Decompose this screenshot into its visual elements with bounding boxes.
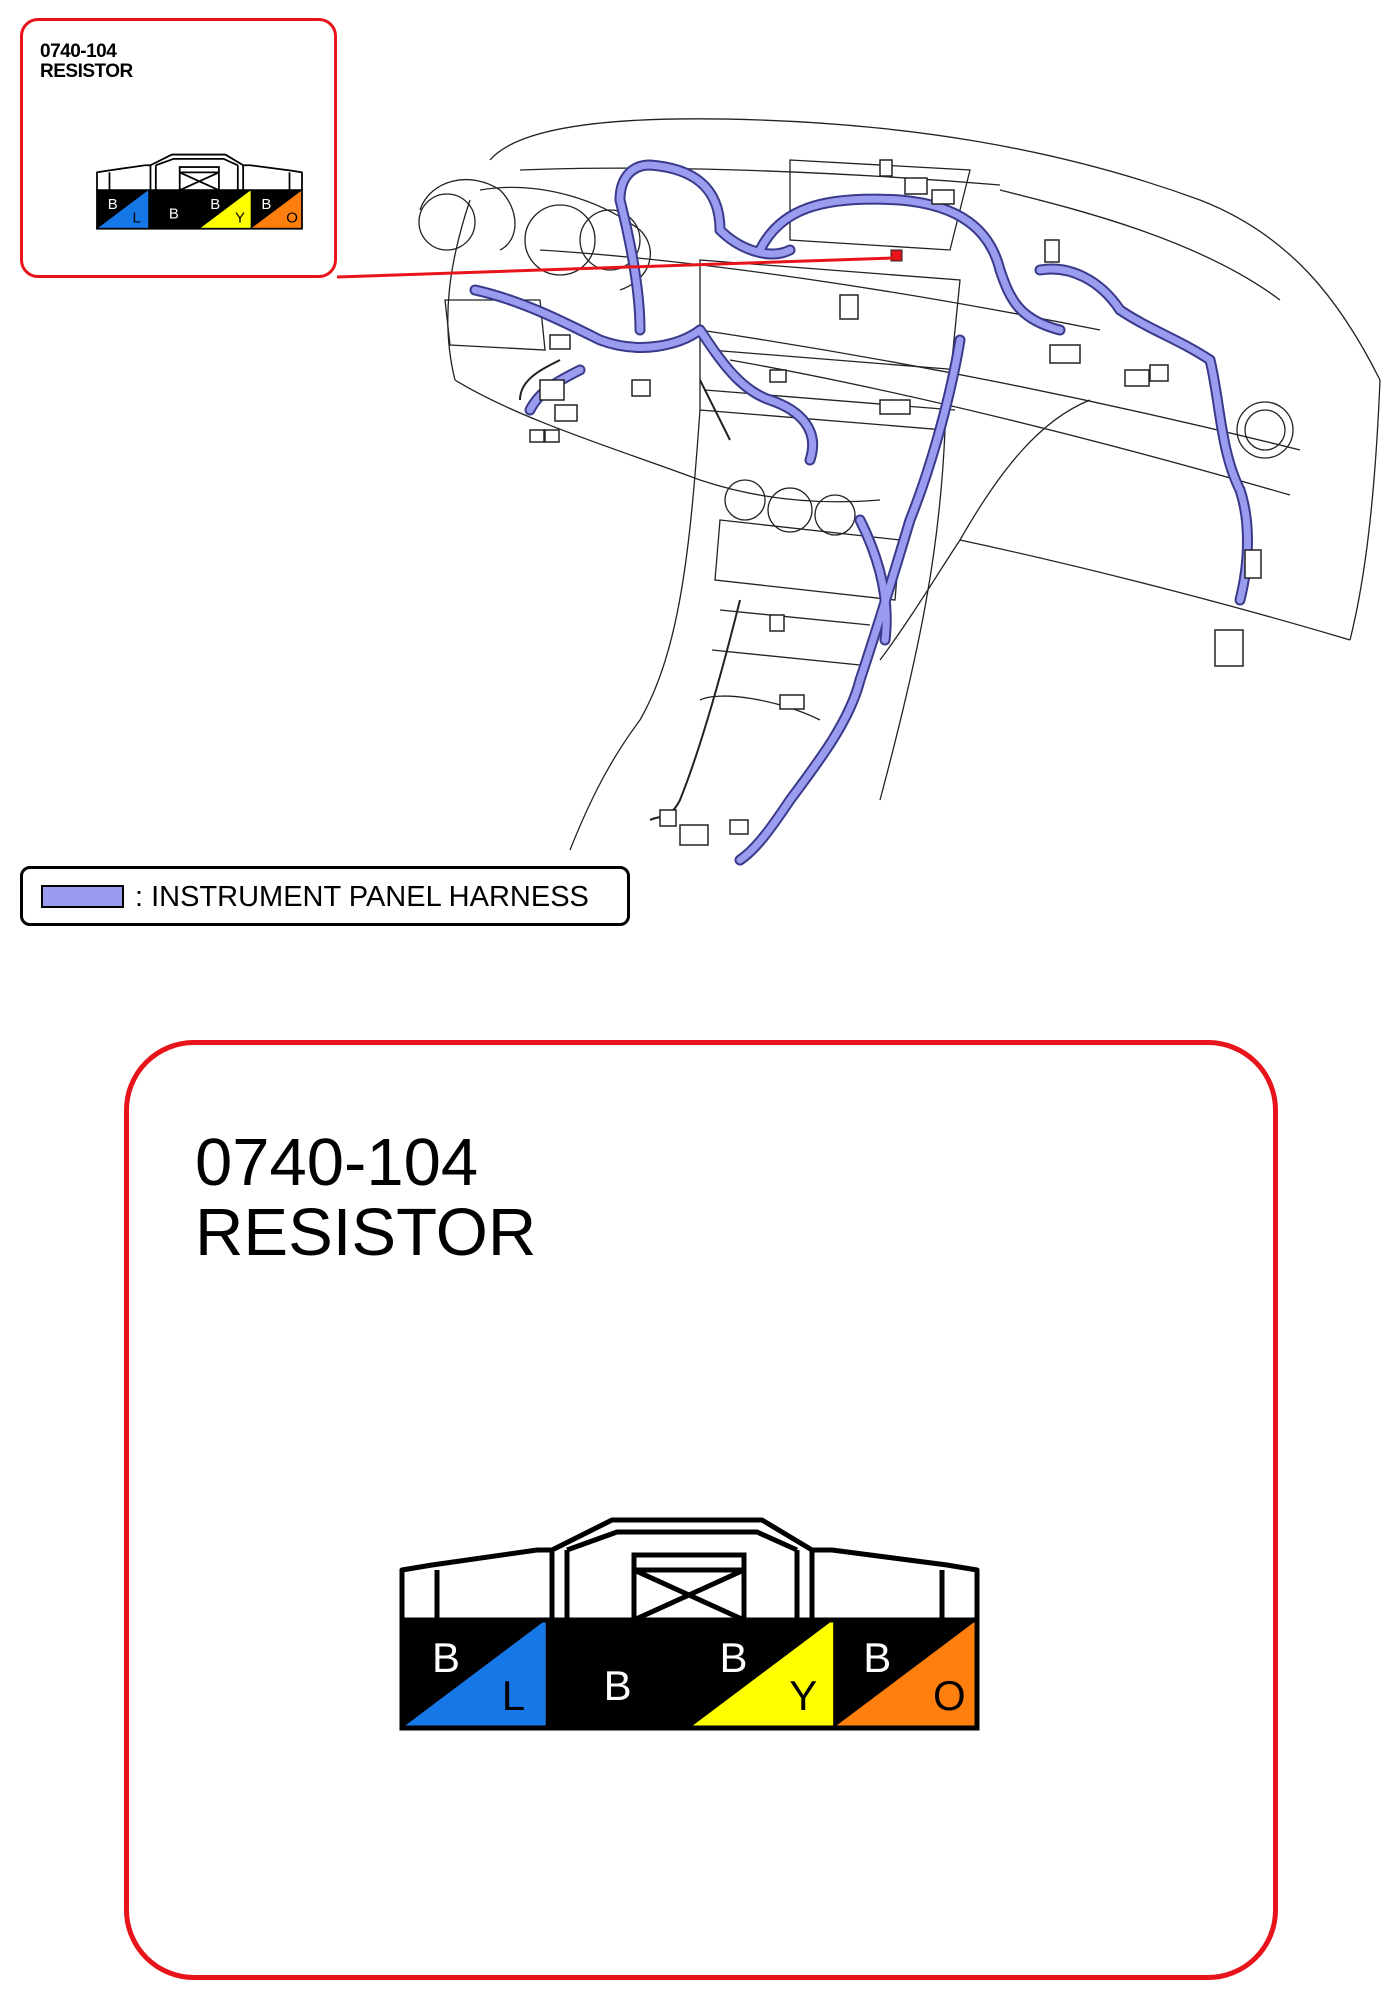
harness-color-swatch [41, 885, 124, 908]
large-callout-title: 0740-104 RESISTOR [195, 1128, 536, 1268]
harness-legend-label: : INSTRUMENT PANEL HARNESS [135, 881, 589, 913]
harness-legend: : INSTRUMENT PANEL HARNESS [20, 866, 630, 926]
resistor-callout-large [124, 1040, 1278, 1980]
small-connector-code: 0740-104 [40, 41, 117, 62]
small-callout-title: 0740-104 RESISTOR [40, 42, 133, 82]
resistor-callout-small [20, 18, 337, 278]
large-connector-name: RESISTOR [195, 1195, 537, 1270]
large-connector-code: 0740-104 [195, 1125, 479, 1200]
small-connector-name: RESISTOR [40, 61, 133, 82]
